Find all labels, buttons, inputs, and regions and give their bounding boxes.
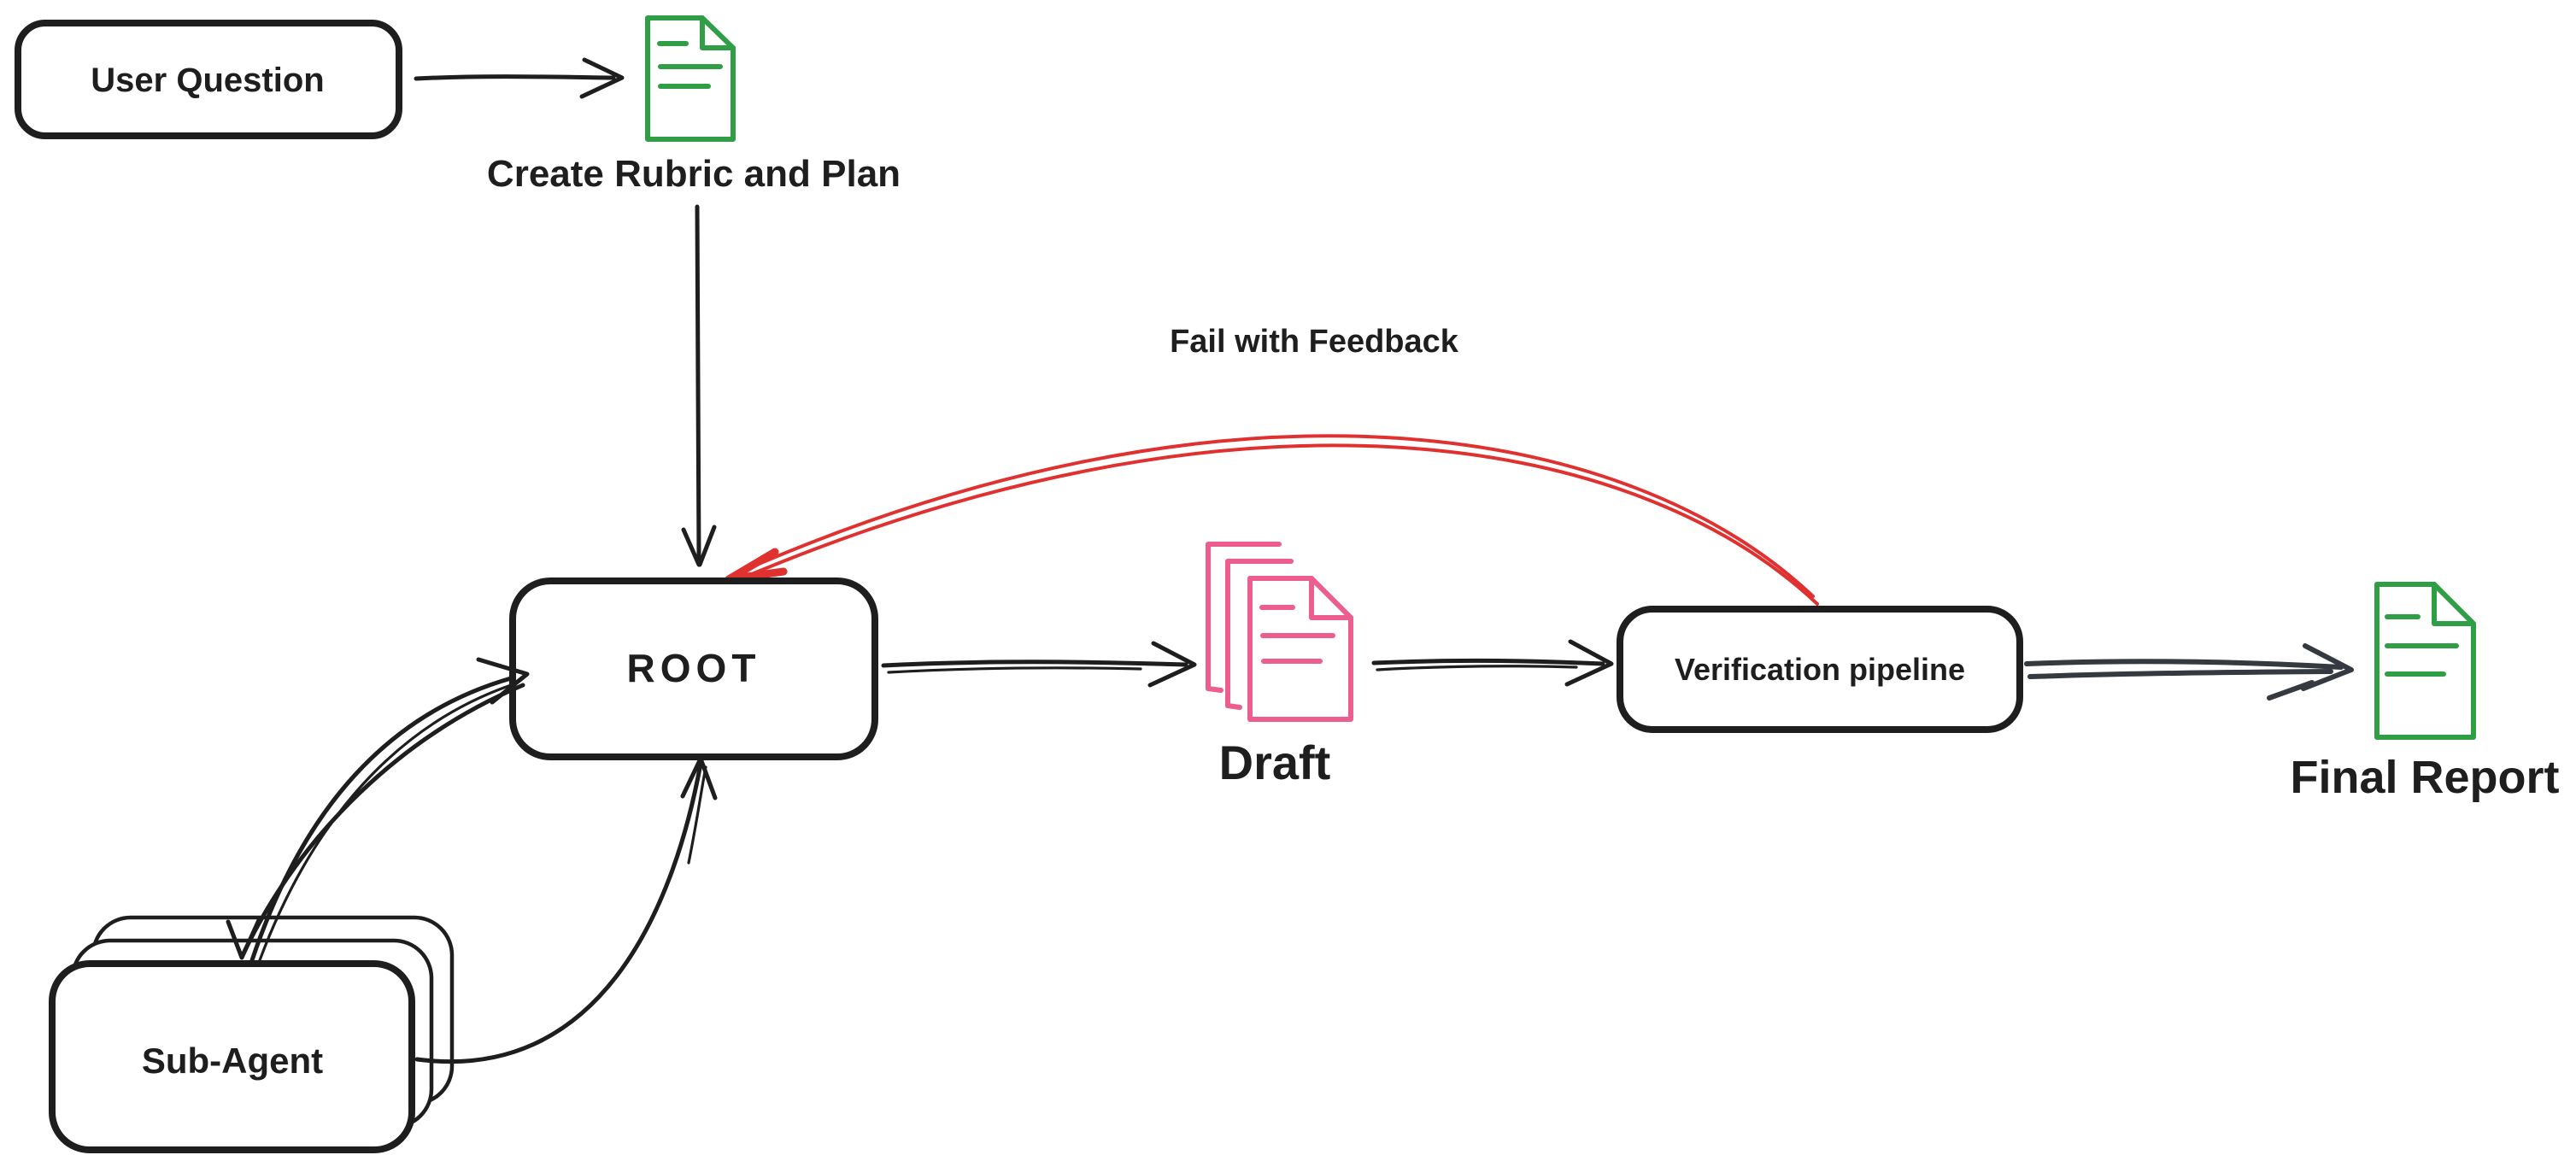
final-report-caption: Final Report xyxy=(2290,752,2559,803)
fail-with-feedback-label: Fail with Feedback xyxy=(1170,324,1459,360)
root-node: ROOT xyxy=(509,578,878,760)
draft-documents-icon xyxy=(1206,542,1353,722)
user-question-label: User Question xyxy=(91,62,324,99)
rubric-caption: Create Rubric and Plan xyxy=(487,153,901,195)
arrow-verification-to-final-report xyxy=(2024,643,2354,701)
verification-pipeline-label: Verification pipeline xyxy=(1675,652,1965,687)
verification-pipeline-node: Verification pipeline xyxy=(1617,606,2023,733)
arrow-sub-agent-to-root-left xyxy=(249,657,530,963)
verification-pipeline-box xyxy=(1617,606,2023,733)
sub-agent-box xyxy=(49,960,415,1153)
user-question-node: User Question xyxy=(15,20,402,139)
arrow-rubric-to-root xyxy=(681,204,717,567)
sub-agent-node: Sub-Agent xyxy=(49,915,455,1153)
draft-caption: Draft xyxy=(1219,736,1331,789)
arrow-sub-agent-to-root-bottom xyxy=(414,756,718,1064)
final-report-document-icon xyxy=(2374,582,2476,740)
user-question-box xyxy=(15,20,402,139)
rubric-document-icon xyxy=(645,15,736,142)
arrow-root-to-sub-agent xyxy=(226,683,525,960)
arrow-root-to-draft xyxy=(881,641,1197,688)
arrow-user-question-to-rubric xyxy=(414,57,625,99)
root-label: ROOT xyxy=(627,646,761,690)
sub-agent-label: Sub-Agent xyxy=(142,1041,323,1081)
arrow-draft-to-verification xyxy=(1371,639,1614,687)
